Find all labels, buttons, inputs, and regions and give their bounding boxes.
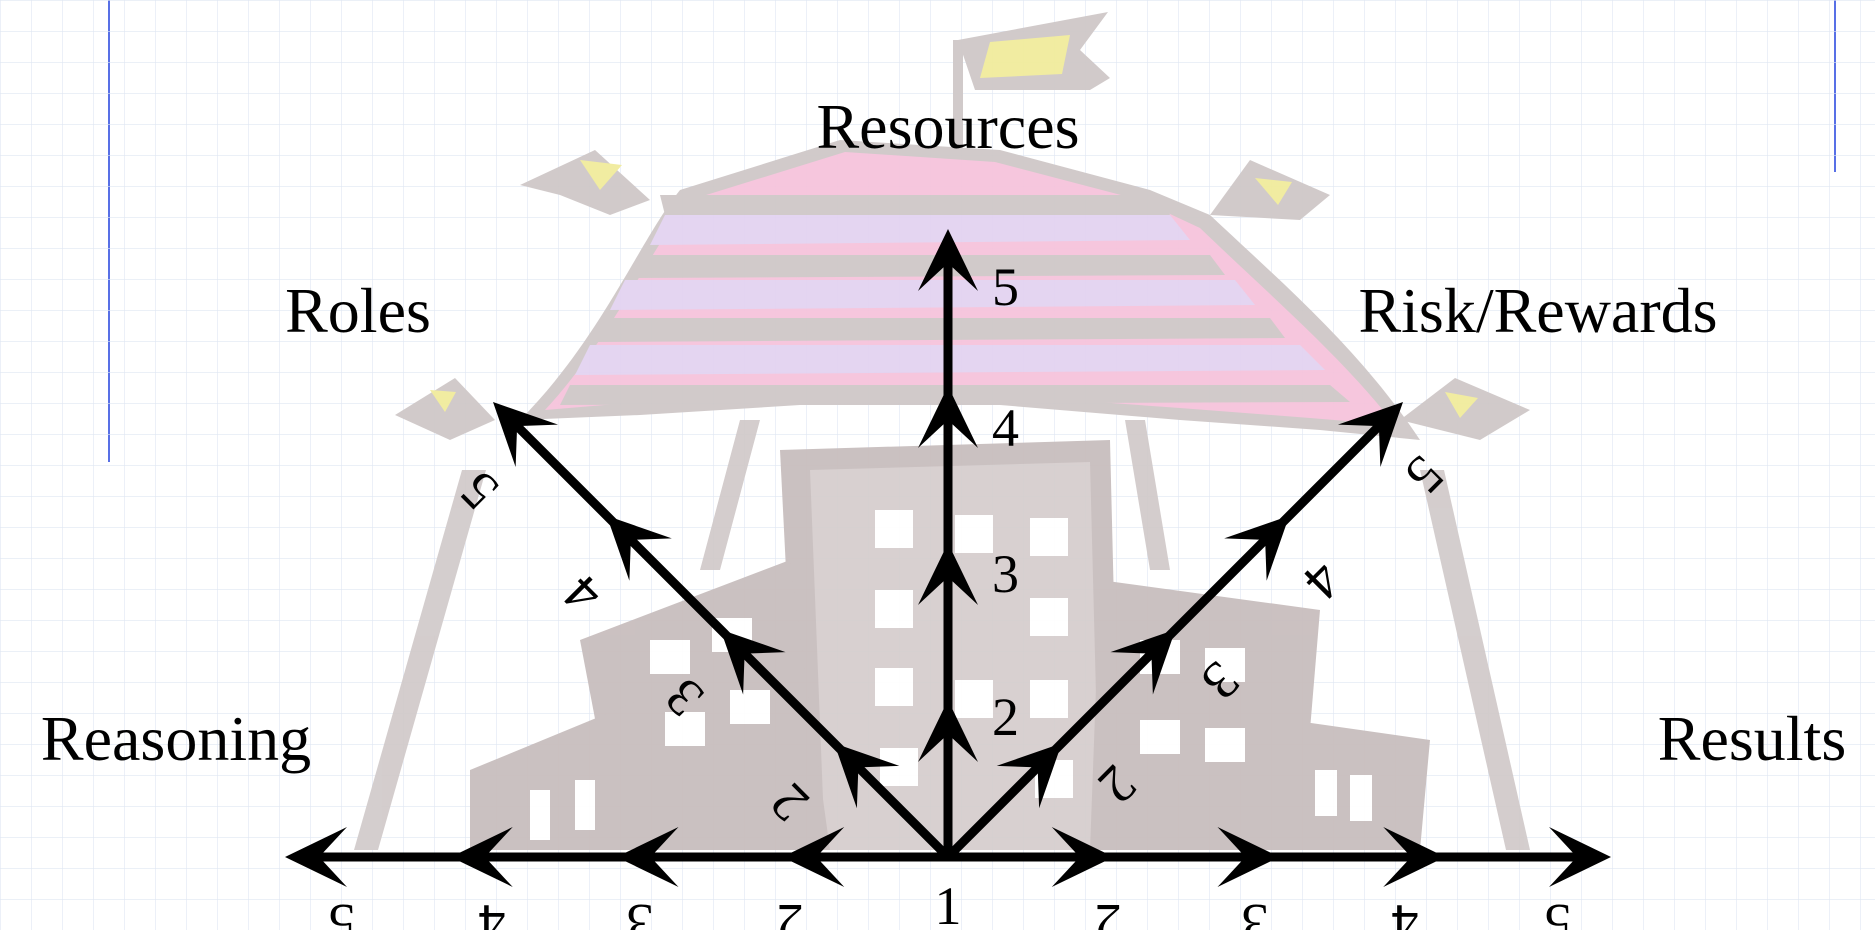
- arrowhead-risk-rewards-2: [996, 743, 1062, 809]
- tick-results-2: 2: [1095, 893, 1122, 930]
- tick-reasoning-2: 2: [777, 893, 804, 930]
- tick-resources-3: 3: [992, 544, 1019, 604]
- arrowhead-reasoning-3: [616, 827, 679, 887]
- arrowhead-resources-2: [918, 700, 978, 762]
- tick-reasoning-3: 3: [627, 893, 654, 930]
- arrowhead-results-3: [1217, 827, 1280, 887]
- arrowhead-risk-rewards-3: [1110, 629, 1176, 695]
- arrowhead-results-5: [1549, 827, 1611, 887]
- tick-results-3: 3: [1242, 893, 1269, 930]
- tick-results-4: 4: [1392, 893, 1419, 930]
- arrowhead-roles-3: [720, 629, 786, 695]
- axis-title-risk-rewards: Risk/Rewards: [1358, 275, 1717, 346]
- arrowhead-roles-5: [493, 402, 559, 468]
- arrowhead-risk-rewards-5: [1337, 402, 1403, 468]
- tick-results-5: 5: [1545, 893, 1572, 930]
- arrowhead-results-4: [1383, 827, 1446, 887]
- tick-reasoning-5: 5: [329, 893, 356, 930]
- axis-title-results: Results: [1658, 703, 1846, 774]
- arrowhead-roles-4: [606, 515, 672, 581]
- arrowhead-reasoning-5: [285, 827, 347, 887]
- tick-reasoning-4: 4: [479, 893, 506, 930]
- center-tick-label: 1: [935, 876, 962, 930]
- arrowhead-results-2: [1051, 827, 1114, 887]
- tick-resources-4: 4: [992, 398, 1019, 458]
- axis-title-roles: Roles: [285, 275, 431, 346]
- tick-resources-5: 5: [992, 257, 1019, 317]
- axis-title-resources: Resources: [816, 91, 1079, 162]
- arrowhead-reasoning-2: [782, 827, 845, 887]
- tick-resources-2: 2: [992, 687, 1019, 747]
- axis-title-reasoning: Reasoning: [41, 703, 311, 774]
- arrowhead-resources-3: [918, 543, 978, 605]
- arrowhead-resources-5: [918, 229, 978, 291]
- arrowhead-risk-rewards-4: [1224, 515, 1290, 581]
- arrowhead-resources-4: [918, 386, 978, 448]
- axis-arrows: [285, 229, 1611, 887]
- tent-city-clipart: [354, 12, 1530, 850]
- arrowhead-roles-2: [834, 743, 900, 809]
- arrowhead-reasoning-4: [450, 827, 513, 887]
